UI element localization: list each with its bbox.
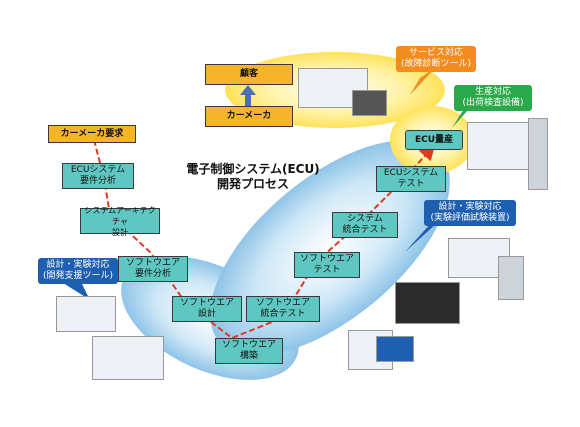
upward-arrow: [240, 85, 256, 106]
system-architecture-box: システムアーキテクチャ 設計: [80, 206, 160, 237]
dev-tool-screen-image: [92, 336, 164, 380]
software-requirements-box: ソフトウエア 要件分析: [118, 256, 188, 282]
diagnostic-device-image: [352, 90, 387, 116]
test-rack-image: [498, 256, 524, 300]
car-maker-box: カーメーカ: [205, 106, 293, 127]
test-device-image: [395, 282, 460, 324]
service-callout: サービス対応 (故障診断ツール): [396, 46, 476, 72]
design-test-callout: 設計・実験対応 (実験評価試験装置): [424, 200, 516, 226]
software-design-box: ソフトウエア 設計: [172, 296, 242, 322]
ecu-system-requirements-box: ECUシステム 要件分析: [62, 163, 134, 189]
diagram-title: 電子制御システム(ECU) 開発プロセス: [186, 162, 320, 191]
customer-box: 顧客: [205, 64, 293, 85]
inspection-rack-image: [528, 118, 548, 190]
software-integration-test-box: ソフトウエア 統合テスト: [246, 296, 320, 322]
software-build-box: ソフトウエア 構築: [215, 338, 283, 364]
ecu-mass-production-box: ECU量産: [405, 130, 463, 150]
test-module-image: [376, 336, 414, 362]
service-tail: [410, 68, 435, 95]
car-maker-requirement-box: カーメーカ要求: [48, 125, 136, 143]
software-test-box: ソフトウエア テスト: [294, 252, 360, 278]
design-dev-callout: 設計・実験対応 (開発支援ツール): [38, 258, 118, 284]
ecu-system-test-box: ECUシステム テスト: [376, 166, 446, 192]
inspection-screen-image: [467, 122, 529, 170]
production-callout: 生産対応 (出荷検査設備): [454, 85, 532, 111]
system-integration-test-box: システム 統合テスト: [332, 212, 398, 238]
test-screen2-image: [348, 330, 393, 370]
process-flow-line: [93, 139, 436, 340]
dev-tool-image: [56, 296, 116, 332]
